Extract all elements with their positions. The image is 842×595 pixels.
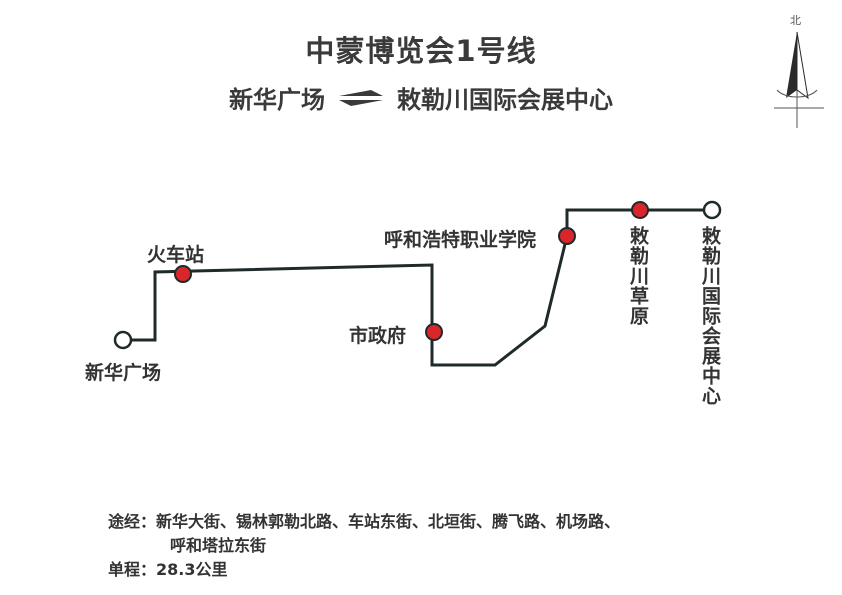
- stop-marker-railway-station: [174, 265, 192, 283]
- stop-label-city-hall: 市政府: [349, 325, 407, 347]
- route-line: [123, 208, 712, 367]
- route-subtitle: 新华广场 敕勒川国际会展中心: [0, 80, 842, 115]
- via-streets-2: 呼和塔拉东街: [170, 536, 267, 555]
- stop-marker-exhibition-center: [702, 200, 722, 220]
- stop-label-exhibition-center: 敕勒川国际会展中心: [699, 226, 721, 406]
- stop-marker-vocational-college: [558, 227, 576, 245]
- stop-marker-city-hall: [425, 323, 443, 341]
- bidirectional-arrow-icon: [339, 89, 383, 106]
- stop-label-vocational-college: 呼和浩特职业学院: [384, 229, 537, 251]
- stop-label-xinhua-square: 新华广场: [85, 362, 162, 384]
- map-title: 中蒙博览会1号线: [305, 34, 537, 68]
- via-label: 途经：: [108, 512, 157, 531]
- stop-label-railway-station: 火车站: [147, 244, 205, 266]
- stop-marker-xinhua-square: [113, 330, 133, 350]
- distance-value: 28.3公里: [156, 560, 228, 579]
- distance-line: 单程：28.3公里: [108, 556, 228, 580]
- stop-label-chilechuan-grassland: 敕勒川草原: [627, 226, 649, 326]
- stop-marker-chilechuan-grassland: [631, 201, 649, 219]
- route-destination: 敕勒川国际会展中心: [397, 86, 613, 114]
- via-line-1: 途经：新华大街、锡林郭勒北路、车站东街、北垣街、腾飞路、机场路、: [108, 508, 620, 532]
- north-label: 北: [790, 14, 801, 27]
- north-arrow-icon: [774, 31, 824, 128]
- via-streets-1: 新华大街、锡林郭勒北路、车站东街、北垣街、腾飞路、机场路、: [156, 512, 621, 531]
- route-origin: 新华广场: [229, 86, 325, 114]
- distance-label: 单程：: [108, 560, 157, 579]
